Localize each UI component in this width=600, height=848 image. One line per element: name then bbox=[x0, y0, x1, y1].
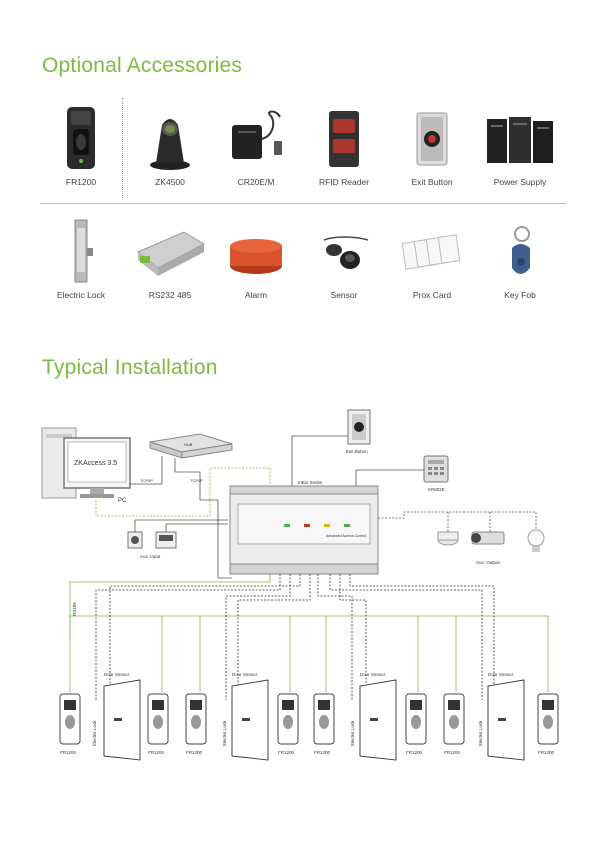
sensor-icon bbox=[323, 236, 369, 269]
door-unit-1 bbox=[59, 679, 207, 761]
door-sensor-label: Door Sensor bbox=[360, 672, 386, 677]
electric-lock-label: Electric Lock bbox=[92, 720, 97, 746]
power-supply-icon bbox=[487, 117, 553, 163]
door-sensor-label: Door Sensor bbox=[104, 672, 130, 677]
keypad-icon bbox=[423, 455, 449, 483]
aux-output-icon bbox=[437, 529, 545, 552]
accessory-label: Prox Card bbox=[412, 290, 452, 300]
controller-text: Advanced Access Control bbox=[326, 534, 366, 538]
reader-drops bbox=[69, 616, 549, 692]
typical-installation-title: Typical Installation bbox=[42, 356, 218, 379]
door-unit-2 bbox=[231, 679, 335, 761]
keypad-label: KR602E bbox=[428, 487, 445, 492]
pc-icon bbox=[41, 427, 131, 499]
reader-label: FR1200 bbox=[278, 750, 295, 755]
access-controller-icon bbox=[229, 485, 379, 575]
tcpip-label-1: TCP/IP bbox=[140, 478, 153, 483]
accessory-divider-horizontal bbox=[40, 203, 566, 204]
accessory-label: Electric Lock bbox=[56, 290, 106, 300]
pc-label: PC bbox=[118, 498, 127, 504]
accessory-label: Exit Button bbox=[411, 177, 453, 187]
prox-card-icon bbox=[401, 234, 461, 270]
accessory-electric-lock: Electric Lock bbox=[39, 218, 123, 300]
accessory-label: Key Fob bbox=[504, 290, 536, 300]
electric-lock-label: Electric Lock bbox=[222, 720, 227, 746]
converter-icon bbox=[137, 231, 206, 276]
rs485-label: RS485 bbox=[72, 602, 77, 616]
accessory-rfid-reader: RFID Reader bbox=[302, 105, 386, 187]
optional-accessories-title: Optional Accessories bbox=[42, 54, 243, 77]
accessory-label: FR1200 bbox=[65, 177, 97, 187]
reader-label: FR1200 bbox=[60, 750, 77, 755]
accessory-label: RFID Reader bbox=[318, 177, 370, 187]
bus-wiring bbox=[69, 574, 548, 700]
reader-label: FR1200 bbox=[148, 750, 165, 755]
aux-input-label: Aux. Input bbox=[140, 554, 161, 559]
door-sensor-label: Door Sensor bbox=[488, 672, 514, 677]
tcpip-label-2: TCP/IP bbox=[190, 478, 203, 483]
accessory-fr1200: FR1200 bbox=[39, 105, 123, 187]
accessory-sensor: Sensor bbox=[302, 218, 386, 300]
accessory-alarm: Alarm bbox=[214, 218, 298, 300]
accessory-exit-button: Exit Button bbox=[390, 105, 474, 187]
accessory-label: Alarm bbox=[244, 290, 268, 300]
usb-fingerprint-scanner-icon bbox=[150, 119, 190, 170]
accessory-zk4500: ZK4500 bbox=[128, 105, 212, 187]
controller-series-label: InBio Series bbox=[298, 480, 323, 485]
fingerprint-reader-icon bbox=[67, 107, 95, 169]
door-unit-4 bbox=[487, 679, 559, 761]
electric-lock-label: Electric Lock bbox=[350, 720, 355, 746]
accessory-power-supply: Power Supply bbox=[478, 105, 562, 187]
aux-output-label: Aux. Output bbox=[476, 560, 501, 565]
accessory-prox-card: Prox Card bbox=[390, 218, 474, 300]
reader-label: FR1200 bbox=[406, 750, 423, 755]
accessory-label: RS232 485 bbox=[148, 290, 192, 300]
network-wires bbox=[130, 456, 232, 579]
accessory-divider-vertical bbox=[122, 98, 123, 198]
exit-button-device-icon bbox=[347, 409, 371, 445]
card-reader-icon bbox=[232, 110, 282, 159]
accessory-label: CR20E/M bbox=[237, 177, 275, 187]
accessory-rs232-485: RS232 485 bbox=[128, 218, 212, 300]
door-unit-3 bbox=[359, 679, 465, 761]
alarm-icon bbox=[230, 239, 282, 274]
aux-input-icon bbox=[127, 531, 177, 549]
electric-lock-icon bbox=[74, 219, 93, 283]
reader-label: FR1200 bbox=[314, 750, 331, 755]
door-sensor-label: Door Sensor bbox=[232, 672, 258, 677]
accessory-label: Power Supply bbox=[493, 177, 547, 187]
accessory-label: Sensor bbox=[330, 290, 358, 300]
reader-label: FR1200 bbox=[186, 750, 203, 755]
installation-diagram: ZKAccess 3.5 PC HUB TCP/IP TCP/IP Exit B… bbox=[41, 409, 559, 761]
reader-label: FR1200 bbox=[538, 750, 555, 755]
network-switch-icon bbox=[149, 433, 233, 459]
electric-lock-label: Electric Lock bbox=[478, 720, 483, 746]
accessory-cr20em: CR20E/M bbox=[214, 105, 298, 187]
exit-button-label: Exit Button bbox=[346, 449, 368, 454]
rfid-reader-icon bbox=[329, 111, 359, 167]
accessory-label: ZK4500 bbox=[155, 177, 185, 187]
key-fob-icon bbox=[512, 226, 530, 274]
pc-software-label: ZKAccess 3.5 bbox=[74, 460, 117, 467]
accessory-key-fob: Key Fob bbox=[478, 218, 562, 300]
reader-label: FR1200 bbox=[444, 750, 461, 755]
switch-label: HUB bbox=[184, 442, 193, 447]
exit-button-icon bbox=[416, 112, 448, 166]
